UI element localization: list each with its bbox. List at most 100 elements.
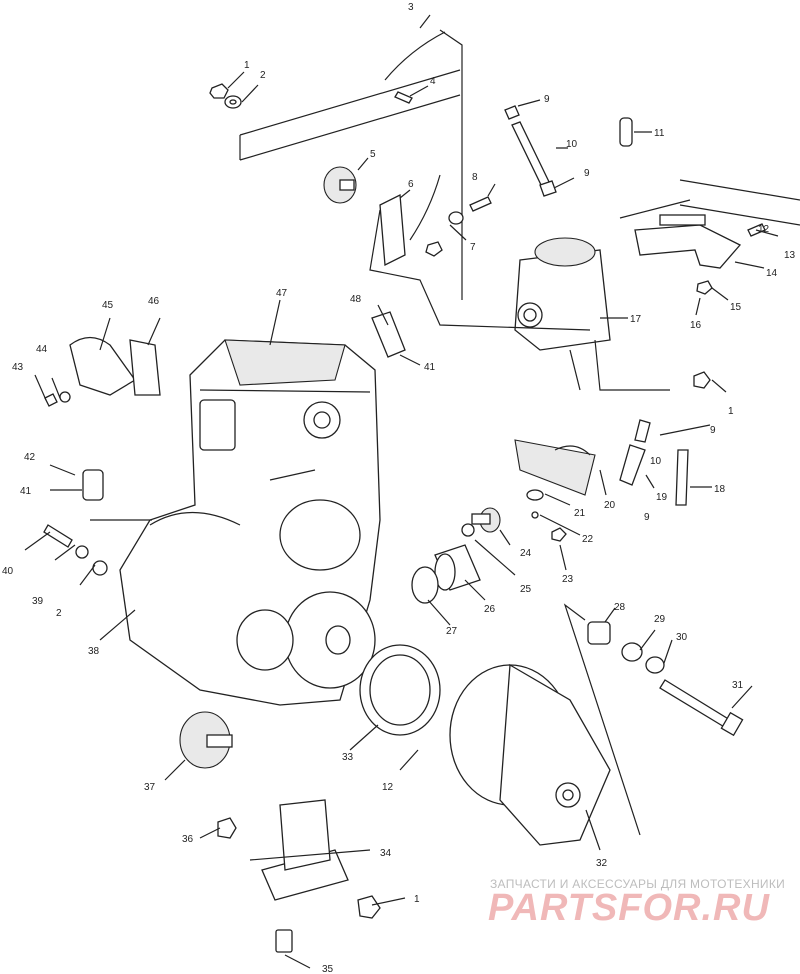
callout-47: 47 — [276, 288, 288, 299]
callout-35: 35 — [322, 964, 334, 974]
callout-43: 43 — [12, 362, 24, 373]
bracket-14 — [634, 214, 742, 269]
callout-9: 9 — [544, 94, 550, 105]
watermark-logo: PARTSFOR.RU — [488, 887, 770, 929]
callout-33: 33 — [342, 752, 354, 763]
watermark-caption: ЗАПЧАСТИ И АКСЕССУАРЫ ДЛЯ МОТОТЕХНИКИ — [490, 877, 786, 891]
callout-18: 18 — [714, 484, 726, 495]
callout-34: 34 — [380, 848, 392, 859]
washer-2 — [224, 95, 242, 109]
cover-33 — [359, 644, 441, 736]
callout-24: 24 — [520, 548, 532, 559]
washer-30 — [645, 656, 665, 674]
callout-30: 30 — [676, 632, 688, 643]
rubber-mount-37 — [179, 711, 233, 769]
washer-2-left — [92, 560, 108, 576]
nut-1 — [209, 83, 229, 99]
callout-9c: 9 — [710, 425, 716, 436]
clamp-27 — [411, 566, 439, 604]
callout-14: 14 — [766, 268, 778, 279]
carburetor-17 — [514, 237, 611, 391]
sleeve-41-left — [82, 469, 104, 501]
callout-36: 36 — [182, 834, 194, 845]
nut-23 — [551, 527, 567, 542]
callout-41-left: 41 — [20, 486, 32, 497]
callout-3: 3 — [408, 2, 414, 13]
callout-15: 15 — [730, 302, 742, 313]
nut-1-right — [693, 371, 711, 389]
callout-22: 22 — [582, 534, 594, 545]
drive-clutch-32 — [449, 663, 611, 846]
washer-44 — [59, 391, 71, 403]
nut-1-bottom — [357, 895, 381, 919]
callout-13: 13 — [784, 250, 796, 261]
callout-19: 19 — [656, 492, 668, 503]
callout-41-right: 41 — [424, 362, 436, 373]
callout-2-left: 2 — [56, 608, 62, 619]
bolt-40 — [43, 524, 73, 548]
callout-46: 46 — [148, 296, 160, 307]
callout-12: 12 — [758, 224, 770, 235]
rubber-mount-5 — [323, 166, 357, 204]
callout-39: 39 — [32, 596, 44, 607]
bolt-4 — [394, 91, 413, 104]
washer-22 — [531, 511, 539, 519]
spacer-21 — [526, 489, 544, 501]
spacer-28 — [587, 621, 611, 645]
intake-boot-26 — [434, 544, 481, 591]
callout-26: 26 — [484, 604, 496, 615]
engine-mount-bracket-34 — [261, 799, 349, 901]
nut-36 — [217, 817, 237, 839]
callout-23: 23 — [562, 574, 574, 585]
washer-25 — [461, 523, 475, 537]
washer-39 — [75, 545, 89, 559]
elbow-45 — [69, 336, 136, 396]
callout-37: 37 — [144, 782, 156, 793]
washer-7 — [448, 211, 464, 225]
callout-1-right: 1 — [728, 406, 734, 417]
callout-10b: 10 — [650, 456, 662, 467]
cable-3 — [384, 31, 446, 241]
bolt-43 — [44, 393, 58, 407]
callout-27: 27 — [446, 626, 458, 637]
callout-16: 16 — [690, 320, 702, 331]
callout-45: 45 — [102, 300, 114, 311]
callout-29: 29 — [654, 614, 666, 625]
mount-24 — [471, 507, 501, 533]
bolt-8 — [469, 196, 492, 212]
hose-18 — [675, 449, 689, 506]
sleeve-48 — [371, 311, 406, 358]
gasket-46 — [129, 339, 161, 396]
nut-15 — [696, 280, 713, 295]
bolt-35 — [275, 929, 293, 953]
callout-1: 1 — [244, 60, 250, 71]
callout-42: 42 — [24, 452, 36, 463]
callout-17: 17 — [630, 314, 642, 325]
callout-12b: 12 — [382, 782, 394, 793]
callout-10: 10 — [566, 139, 578, 150]
callout-38: 38 — [88, 646, 100, 657]
callout-40: 40 — [2, 566, 14, 577]
callout-28: 28 — [614, 602, 626, 613]
callout-32: 32 — [596, 858, 608, 869]
callout-9d: 9 — [644, 512, 650, 523]
callout-48: 48 — [350, 294, 362, 305]
plug-11 — [619, 117, 633, 147]
bolt-31 — [659, 679, 744, 737]
callout-11: 11 — [654, 128, 665, 139]
leader-lines — [24, 14, 779, 969]
callout-1-bottom: 1 — [414, 894, 420, 905]
callout-20: 20 — [604, 500, 616, 511]
callout-9b: 9 — [584, 168, 590, 179]
callout-25: 25 — [520, 584, 532, 595]
callout-44: 44 — [36, 344, 48, 355]
callout-7: 7 — [470, 242, 476, 253]
bracket-6 — [379, 193, 443, 267]
hose-19 — [619, 419, 651, 486]
callout-4: 4 — [430, 76, 436, 87]
callout-5: 5 — [370, 149, 376, 160]
callout-31: 31 — [732, 680, 744, 691]
callout-8: 8 — [472, 172, 478, 183]
